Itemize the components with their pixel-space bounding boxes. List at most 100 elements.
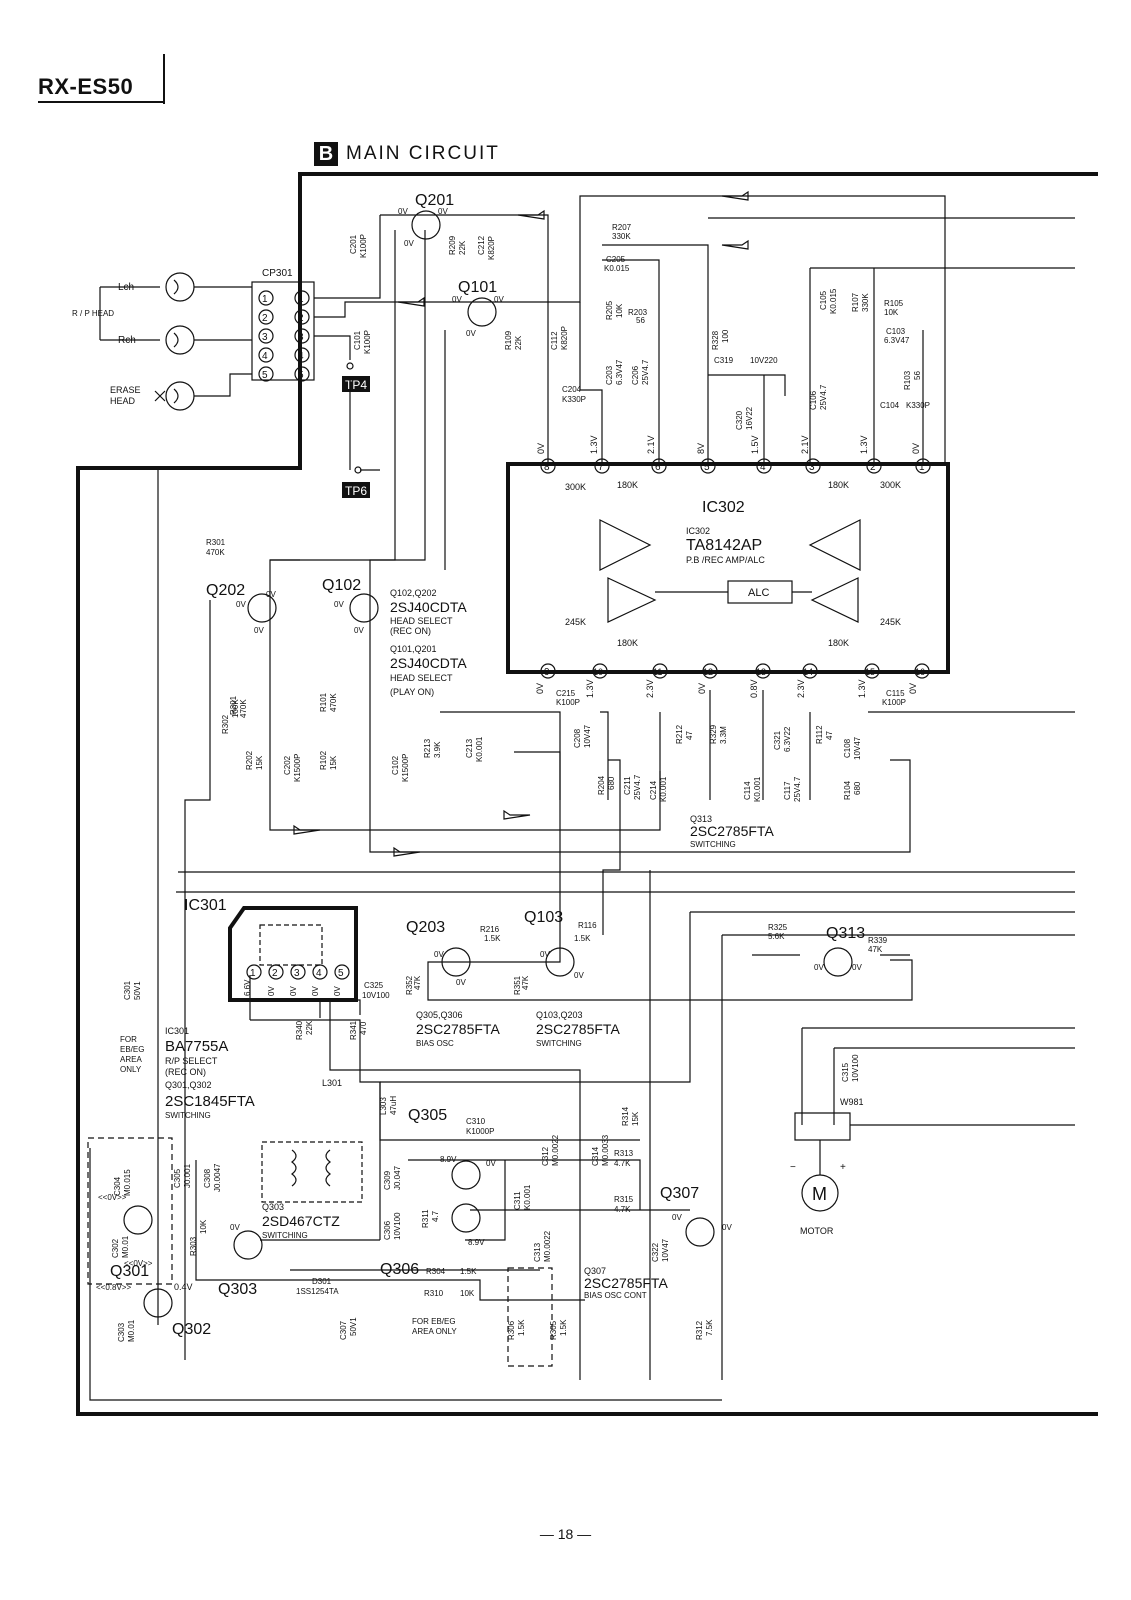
pin-voltage: 0V bbox=[536, 443, 546, 454]
component-ref: R341 bbox=[349, 1020, 358, 1040]
component-ref: R306 bbox=[507, 1320, 516, 1340]
cp301-pin: 2 bbox=[298, 313, 304, 324]
component-val: 25V4.7 bbox=[641, 359, 650, 385]
note: SWITCHING bbox=[690, 840, 736, 849]
component-val: 47K bbox=[413, 975, 422, 990]
cp301-pin: 3 bbox=[262, 332, 268, 343]
note: Q305,Q306 bbox=[416, 1010, 463, 1020]
component-labels: C201 K100P R209 22K C212 K820P C101 K100… bbox=[111, 223, 930, 1342]
component-ref: C303 bbox=[117, 1322, 126, 1342]
ic302-pin: 12 bbox=[703, 667, 713, 677]
res-label: 300K bbox=[565, 482, 586, 492]
page-number: — 18 — bbox=[539, 1526, 592, 1542]
rch-label: Rch bbox=[118, 335, 136, 346]
component-val: 1.5K bbox=[517, 1319, 526, 1336]
component-ref: C205 bbox=[606, 255, 626, 264]
note: AREA ONLY bbox=[412, 1327, 457, 1336]
component-val: K0.001 bbox=[659, 776, 668, 802]
res-label: 180K bbox=[828, 638, 849, 648]
component-ref: C204 bbox=[562, 385, 582, 394]
component-ref: R329 bbox=[709, 724, 718, 744]
component-ref: C112 bbox=[550, 331, 559, 350]
q101-label: Q101 bbox=[458, 279, 497, 296]
component-ref: C211 bbox=[623, 776, 632, 795]
ic302-pin: 15 bbox=[865, 667, 875, 677]
note: R/P SELECT bbox=[165, 1056, 218, 1066]
component-val: 4.7K bbox=[614, 1159, 631, 1168]
note: HEAD SELECT bbox=[390, 673, 453, 683]
signal-arrows bbox=[293, 190, 749, 857]
note: Q102,Q202 bbox=[390, 588, 437, 598]
component-val: K100P bbox=[363, 330, 372, 354]
node-voltage: 0V bbox=[354, 626, 364, 635]
note: 0.4V bbox=[174, 1282, 193, 1292]
component-ref: C106 bbox=[809, 390, 818, 410]
tp4-label: TP4 bbox=[345, 378, 367, 392]
q307-label: Q307 bbox=[660, 1185, 699, 1202]
node-voltage: 8.9V bbox=[440, 1155, 457, 1164]
ic302-ref-small: IC302 bbox=[686, 526, 710, 536]
component-val: 22K bbox=[458, 240, 467, 255]
ic301-pins: 1 2 3 4 5 bbox=[246, 964, 350, 980]
component-ref: C101 bbox=[353, 330, 362, 350]
component-ref: R104 bbox=[843, 780, 852, 800]
component-ref: C319 bbox=[714, 356, 734, 365]
component-val: 6.3V47 bbox=[615, 359, 624, 385]
node-voltage: 0V bbox=[852, 963, 862, 972]
note: ONLY bbox=[120, 1065, 142, 1074]
rp-head-label: R / P HEAD bbox=[72, 309, 114, 318]
note: FOR EB/EG bbox=[412, 1317, 456, 1326]
q201-label: Q201 bbox=[415, 192, 454, 209]
ic301-label: IC301 bbox=[184, 897, 227, 914]
q301-label: Q301 bbox=[110, 1263, 149, 1280]
motor-symbol bbox=[801, 1174, 839, 1212]
note: BIAS OSC bbox=[416, 1039, 454, 1048]
component-val: 15K bbox=[255, 755, 264, 770]
component-ref: C102 bbox=[391, 755, 400, 775]
component-ref: R112 bbox=[815, 725, 824, 744]
component-val: 680 bbox=[607, 776, 616, 790]
component-val: K100P bbox=[359, 234, 368, 258]
ic302-pin: 5 bbox=[704, 462, 710, 473]
note: Q101,Q201 bbox=[390, 644, 437, 654]
component-ref: C206 bbox=[631, 365, 640, 385]
res-label: 245K bbox=[880, 617, 901, 627]
transistor-symbols bbox=[123, 210, 853, 1318]
section-name: MAIN CIRCUIT bbox=[346, 143, 500, 164]
erase-head-label: ERASE bbox=[110, 385, 141, 395]
cp301-pin: 5 bbox=[262, 370, 268, 381]
component-ref: C308 bbox=[203, 1168, 212, 1188]
rp-head-symbols bbox=[99, 272, 252, 411]
ic302-pin: 16 bbox=[915, 667, 925, 677]
transistor-labels: Q201 Q101 Q202 Q102 Q203 Q103 Q313 Q305 … bbox=[110, 192, 865, 1338]
component-ref: R311 bbox=[421, 1209, 430, 1228]
tp4-point bbox=[346, 362, 354, 370]
component-ref: C114 bbox=[743, 781, 752, 800]
component-ref: C315 bbox=[841, 1062, 850, 1082]
pin-voltage: 1.3V bbox=[589, 435, 599, 454]
component-ref: C215 bbox=[556, 689, 576, 698]
component-ref: C307 bbox=[339, 1320, 348, 1340]
ebeg-region-1 bbox=[87, 1137, 173, 1285]
component-ref: R328 bbox=[711, 330, 720, 350]
node-voltage: 0V bbox=[236, 600, 246, 609]
pin-voltage: 0V bbox=[333, 986, 342, 996]
ic301-pin: 2 bbox=[272, 968, 278, 979]
res-label: 300K bbox=[880, 480, 901, 490]
component-ref: R109 bbox=[504, 330, 513, 350]
component-ref: R204 bbox=[597, 775, 606, 795]
component-val: M0.0022 bbox=[551, 1134, 560, 1166]
component-ref: R310 bbox=[424, 1289, 444, 1298]
component-ref: R205 bbox=[605, 300, 614, 320]
node-voltage: 0V bbox=[434, 950, 444, 959]
component-val: 10K bbox=[615, 303, 624, 318]
note: SWITCHING bbox=[262, 1231, 308, 1240]
note: Q313 bbox=[690, 814, 712, 824]
component-val: 10V220 bbox=[750, 356, 778, 365]
note: Q307 bbox=[584, 1266, 606, 1276]
part-notes: Q102,Q202 2SJ40CDTA HEAD SELECT (REC ON)… bbox=[96, 588, 774, 1336]
ic302-pin: 4 bbox=[760, 462, 766, 473]
lch-label: Lch bbox=[118, 282, 134, 293]
note-part: 2SJ40CDTA bbox=[390, 599, 467, 615]
ic301-pin: 1 bbox=[250, 968, 256, 979]
